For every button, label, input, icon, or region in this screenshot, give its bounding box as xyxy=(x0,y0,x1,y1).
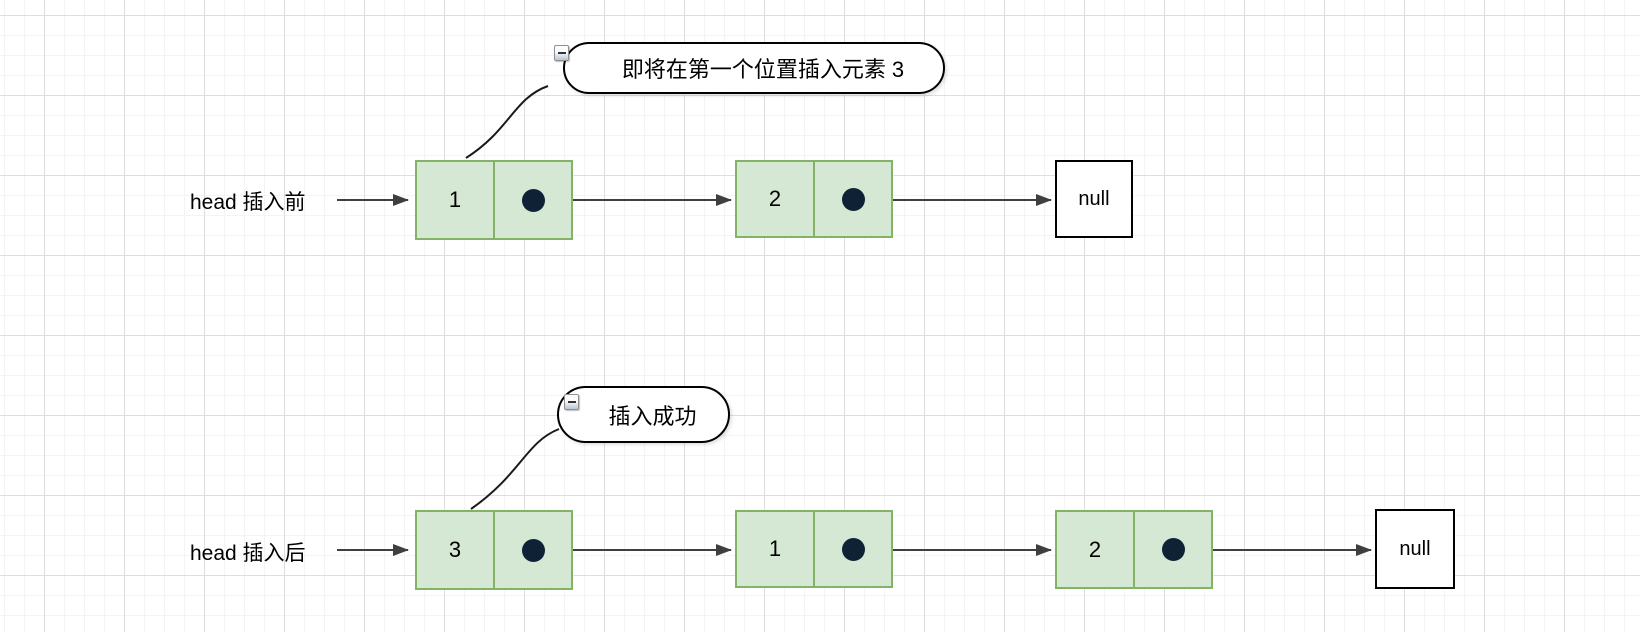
head-after-label[interactable]: head 插入后 xyxy=(190,542,306,565)
node-value: 3 xyxy=(448,537,462,562)
node-pointer-cell xyxy=(1133,512,1211,587)
node-value: 2 xyxy=(1088,536,1102,562)
node-value: 1 xyxy=(768,536,782,561)
node-pointer-cell xyxy=(813,162,891,236)
pointer-dot-icon xyxy=(521,188,545,212)
pointer-dot-icon xyxy=(841,537,865,561)
callout-connector-before[interactable] xyxy=(465,85,549,159)
list-node-after-2[interactable]: 2 xyxy=(1055,510,1213,589)
pointer-dot-icon xyxy=(841,187,865,211)
list-node-before-1[interactable]: 1 xyxy=(415,160,573,240)
callout-before[interactable]: 即将在第一个位置插入元素 3 xyxy=(563,42,945,94)
list-node-before-2[interactable]: 2 xyxy=(735,160,893,238)
list-node-after-3[interactable]: 3 xyxy=(415,510,573,590)
collapse-minus-icon[interactable] xyxy=(564,394,579,410)
list-node-after-1[interactable]: 1 xyxy=(735,510,893,588)
minus-glyph xyxy=(557,52,566,54)
node-pointer-cell xyxy=(493,162,571,238)
head-before-label[interactable]: head 插入前 xyxy=(190,191,306,214)
minus-glyph xyxy=(567,401,576,403)
node-value: 1 xyxy=(448,187,462,212)
null-box-after[interactable]: null xyxy=(1375,509,1455,589)
node-value: 2 xyxy=(768,186,782,211)
callout-after[interactable]: 插入成功 xyxy=(557,386,730,443)
callout-before-text: 即将在第一个位置插入元素 3 xyxy=(621,57,905,82)
null-box-before[interactable]: null xyxy=(1055,160,1133,238)
callout-after-text: 插入成功 xyxy=(608,403,697,429)
pointer-dot-icon xyxy=(521,538,545,562)
node-pointer-cell xyxy=(493,512,571,588)
node-pointer-cell xyxy=(813,512,891,586)
callout-connector-after[interactable] xyxy=(470,428,560,510)
pointer-dot-icon xyxy=(1161,538,1185,561)
collapse-minus-icon[interactable] xyxy=(554,45,569,61)
